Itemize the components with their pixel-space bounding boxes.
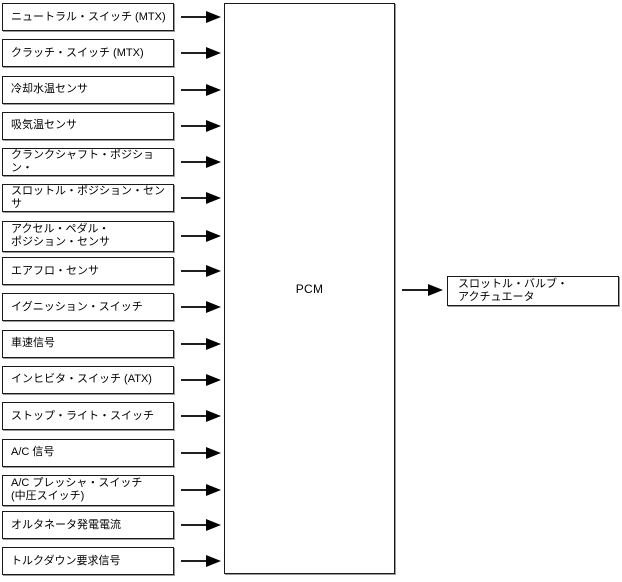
right-arrow-icon — [181, 484, 221, 497]
input-box-intake-air-temp-sensor: 吸気温センサ — [2, 111, 174, 140]
right-arrow-icon — [181, 47, 221, 60]
input-box-crankshaft-position-sensor: クランクシャフト・ポジション・ — [2, 148, 174, 177]
input-box-coolant-temp-sensor: 冷却水温センサ — [2, 75, 174, 104]
input-box-accel-pedal-position-sensor: アクセル・ペダル・ ポジション・センサ — [2, 220, 174, 252]
right-arrow-icon — [181, 373, 221, 386]
input-row: A/C 信号 — [2, 438, 222, 467]
input-box-alternator-current: オルタネータ発電電流 — [2, 511, 174, 540]
right-arrow-icon — [181, 230, 221, 243]
input-box-clutch-switch: クラッチ・スイッチ (MTX) — [2, 39, 174, 68]
input-label: 車速信号 — [11, 337, 55, 350]
right-arrow-icon — [181, 265, 221, 278]
input-label: インヒビタ・スイッチ (ATX) — [11, 373, 152, 386]
right-arrow-icon — [181, 337, 221, 350]
output-label: スロットル・バルブ・ アクチュエータ — [458, 278, 568, 303]
input-row: トルクダウン要求信号 — [2, 547, 222, 576]
input-label: オルタネータ発電電流 — [11, 518, 121, 531]
input-label: アクセル・ペダル・ ポジション・センサ — [11, 223, 110, 249]
input-box-throttle-position-sensor: スロットル・ポジション・センサ — [2, 184, 174, 213]
input-row: イグニッション・スイッチ — [2, 293, 222, 322]
input-box-ac-pressure-switch: A/C プレッシャ・スイッチ (中圧スイッチ) — [2, 474, 174, 506]
output-box-throttle-valve-actuator: スロットル・バルブ・ アクチュエータ — [447, 276, 619, 306]
input-row: スロットル・ポジション・センサ — [2, 184, 222, 213]
pcm-label: PCM — [295, 281, 324, 296]
input-label: A/C プレッシャ・スイッチ (中圧スイッチ) — [11, 477, 143, 503]
right-arrow-icon — [181, 410, 221, 423]
right-arrow-icon — [181, 11, 221, 23]
input-row: 冷却水温センサ — [2, 75, 222, 104]
right-arrow-icon — [181, 301, 221, 314]
input-box-vehicle-speed-signal: 車速信号 — [2, 329, 174, 358]
input-box-torque-down-request: トルクダウン要求信号 — [2, 547, 174, 576]
input-label: スロットル・ポジション・センサ — [11, 185, 165, 211]
right-arrow-icon — [181, 119, 221, 132]
right-arrow-icon — [181, 192, 221, 205]
input-label: クラッチ・スイッチ (MTX) — [11, 46, 144, 59]
input-row: A/C プレッシャ・スイッチ (中圧スイッチ) — [2, 474, 222, 506]
right-arrow-icon — [181, 519, 221, 532]
input-label: A/C 信号 — [11, 446, 55, 459]
input-box-airflow-sensor: エアフロ・センサ — [2, 257, 174, 286]
input-row: アクセル・ペダル・ ポジション・センサ — [2, 220, 222, 252]
input-row: 車速信号 — [2, 329, 222, 358]
input-row: オルタネータ発電電流 — [2, 511, 222, 540]
input-label: エアフロ・センサ — [11, 264, 99, 277]
right-arrow-icon — [181, 446, 221, 459]
input-box-neutral-switch: ニュートラル・スイッチ (MTX) — [2, 3, 174, 31]
input-label: 吸気温センサ — [11, 119, 77, 132]
output-right-arrow-icon — [402, 284, 443, 296]
input-label: ストップ・ライト・スイッチ — [11, 409, 154, 422]
input-label: トルクダウン要求信号 — [11, 554, 121, 567]
input-row: ニュートラル・スイッチ (MTX) — [2, 3, 222, 31]
inputs-column: ニュートラル・スイッチ (MTX) クラッチ・スイッチ (MTX) 冷却水温セン… — [2, 3, 222, 576]
input-label: クランクシャフト・ポジション・ — [11, 149, 154, 175]
input-row: クラッチ・スイッチ (MTX) — [2, 39, 222, 68]
input-box-inhibitor-switch: インヒビタ・スイッチ (ATX) — [2, 365, 174, 394]
input-row: 吸気温センサ — [2, 111, 222, 140]
right-arrow-icon — [181, 555, 221, 568]
input-row: インヒビタ・スイッチ (ATX) — [2, 365, 222, 394]
input-row: エアフロ・センサ — [2, 257, 222, 286]
input-row: ストップ・ライト・スイッチ — [2, 402, 222, 431]
input-label: イグニッション・スイッチ — [11, 300, 143, 313]
pcm-module-box: PCM — [224, 3, 395, 574]
input-label: 冷却水温センサ — [11, 83, 88, 96]
right-arrow-icon — [181, 156, 221, 169]
input-box-ignition-switch: イグニッション・スイッチ — [2, 293, 174, 322]
right-arrow-icon — [181, 83, 221, 96]
input-box-stop-light-switch: ストップ・ライト・スイッチ — [2, 402, 174, 431]
input-label: ニュートラル・スイッチ (MTX) — [11, 10, 166, 23]
input-box-ac-signal: A/C 信号 — [2, 438, 174, 467]
input-row: クランクシャフト・ポジション・ — [2, 148, 222, 177]
